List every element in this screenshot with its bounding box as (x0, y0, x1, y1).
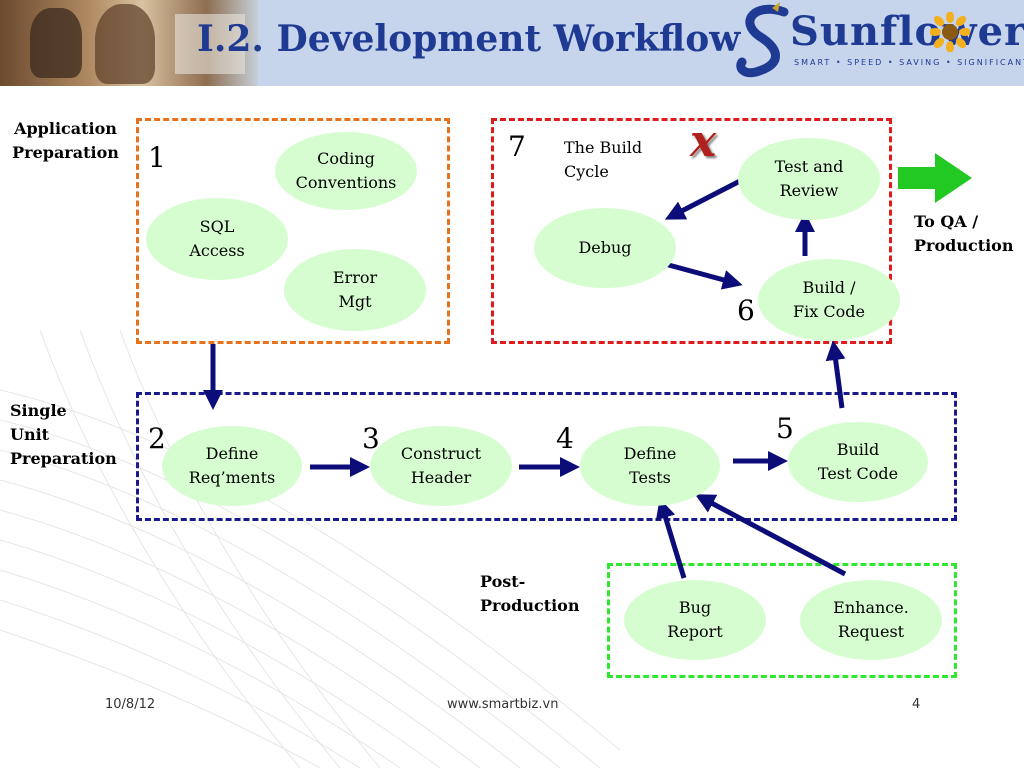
logo-tagline: SMART • SPEED • SAVING • SIGNIFICANT (794, 58, 1024, 67)
node-define-reqments: Define Req’ments (162, 426, 302, 506)
label-post-production: Post- Production (480, 572, 580, 615)
cancel-x-icon: x (690, 116, 717, 167)
step-number-5: 5 (776, 412, 794, 445)
header-bar: I.2. Development Workflow Sunflower SMAR… (0, 0, 1024, 86)
label-application-preparation: Application Preparation (12, 119, 119, 162)
logo-sunflower-icon (930, 12, 970, 52)
background-lines (0, 330, 620, 768)
step-number-6: 6 (737, 294, 755, 327)
to-qa-green-arrow-icon (898, 153, 972, 203)
step-number-4: 4 (556, 422, 574, 455)
footer-page-number: 4 (912, 697, 921, 712)
node-error-mgt: Error Mgt (284, 249, 426, 331)
logo-dragon-icon (736, 2, 789, 78)
node-bug-report: Bug Report (624, 580, 766, 660)
header-photo (0, 0, 258, 86)
label-to-qa-production: To QA / Production (914, 212, 1014, 255)
node-coding-conventions: Coding Conventions (275, 132, 417, 210)
photo-desk (175, 14, 245, 74)
node-debug: Debug (534, 208, 676, 288)
node-sql-access: SQL Access (146, 198, 288, 280)
footer-url[interactable]: www.smartbiz.vn (447, 697, 559, 712)
group-build-cycle (491, 118, 892, 344)
photo-person-2 (95, 4, 155, 84)
page-title: I.2. Development Workflow (197, 18, 741, 60)
node-build-fix-code: Build / Fix Code (758, 259, 900, 341)
step-number-1: 1 (148, 141, 166, 174)
node-enhance-request: Enhance. Request (800, 580, 942, 660)
logo-wordmark: Sunflower (790, 8, 1024, 55)
step-number-2: 2 (148, 422, 166, 455)
build-cycle-caption: The Build Cycle (564, 138, 643, 181)
footer-date: 10/8/12 (105, 697, 156, 712)
node-construct-header: Construct Header (370, 426, 512, 506)
group-application-preparation (136, 118, 450, 344)
node-test-and-review: Test and Review (738, 138, 880, 220)
step-number-7: 7 (508, 130, 526, 163)
sunflower-logo: Sunflower SMART • SPEED • SAVING • SIGNI… (734, 2, 1024, 80)
label-single-unit-preparation: Single Unit Preparation (10, 401, 117, 468)
node-define-tests: Define Tests (580, 426, 720, 506)
step-number-3: 3 (362, 422, 380, 455)
photo-person-1 (30, 8, 82, 78)
node-build-test-code: Build Test Code (788, 422, 928, 502)
group-single-unit-preparation (136, 392, 957, 521)
